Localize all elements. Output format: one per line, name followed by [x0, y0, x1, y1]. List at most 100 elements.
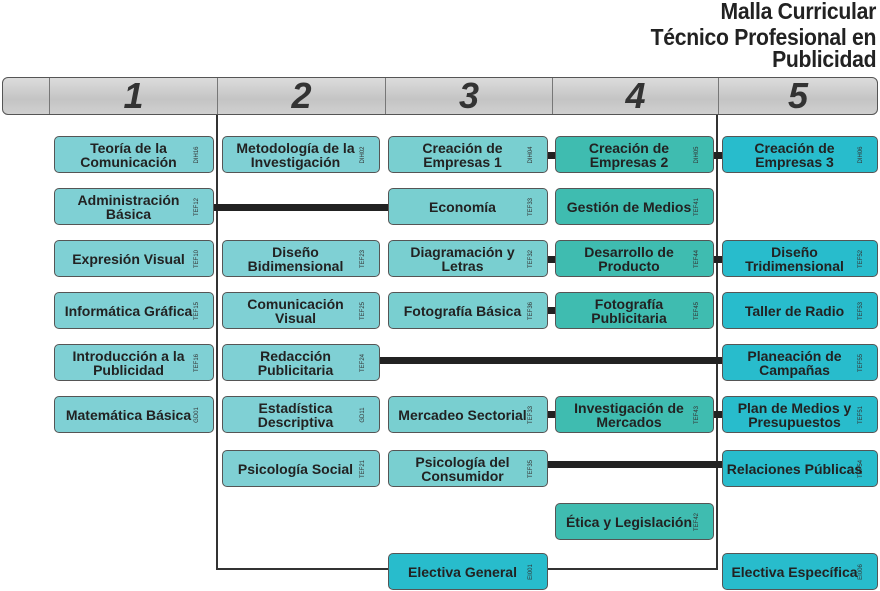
semester-5-label: 5	[718, 78, 877, 114]
course-name: Expresión Visual	[72, 250, 185, 267]
course-code: TEF53	[858, 301, 864, 320]
course-name: Metodología de la Investigación	[236, 139, 355, 170]
course-box: Economía TEF33	[388, 188, 548, 225]
semester-2-label: 2	[217, 78, 385, 114]
course-name: Teoría de la Comunicación	[80, 139, 177, 170]
course-code: TEF41	[694, 197, 700, 216]
course-name: Fotografía Básica	[403, 302, 522, 319]
course-code: TEF42	[694, 512, 700, 531]
prereq-line-desarrollo-diseno	[706, 256, 724, 263]
course-name: Desarrollo de Producto	[584, 243, 674, 274]
course-name: Electiva Específica	[731, 563, 858, 580]
course-box: Plan de Medios y Presupuestos TEF51	[722, 396, 878, 433]
course-code: EI001	[528, 563, 534, 580]
course-code: EI006	[858, 563, 864, 580]
course-code: DIH02	[360, 146, 366, 164]
course-box: Matemática Básica GD01	[54, 396, 214, 433]
course-box: Electiva Específica EI006	[722, 553, 878, 590]
course-box: Planeación de Campañas TEF55	[722, 344, 878, 381]
course-code: TEF12	[194, 197, 200, 216]
course-code: TEF51	[858, 405, 864, 424]
course-box: Psicología Social TEF21	[222, 450, 380, 487]
course-box: Redacción Publicitaria TEF24	[222, 344, 380, 381]
prereq-line-diagramacion-desarrollo	[540, 256, 558, 263]
course-code: TEF24	[360, 353, 366, 372]
course-name: Taller de Radio	[744, 302, 845, 319]
course-code: TEF10	[194, 249, 200, 268]
course-name: Matemática Básica	[65, 406, 192, 423]
course-box: Introducción a la Publicidad TEF16	[54, 344, 214, 381]
semester-4-label: 4	[552, 78, 718, 114]
course-name: Psicología del Consumidor	[415, 453, 510, 484]
course-name: Administración Básica	[77, 191, 180, 222]
course-code: TEF45	[694, 301, 700, 320]
course-box: Relaciones Públicas TEF54	[722, 450, 878, 487]
semester-3-label: 3	[385, 78, 552, 114]
course-box: Teoría de la Comunicación DIH16	[54, 136, 214, 173]
course-name: Investigación de Mercados	[574, 399, 684, 430]
course-code: DIH05	[694, 146, 700, 164]
course-name: Economía	[429, 198, 496, 215]
prereq-line-creacion2-creacion3	[706, 152, 724, 159]
course-code: TEF55	[858, 353, 864, 372]
prereq-line-mercadeo-investigacion	[540, 411, 558, 418]
course-name: Gestión de Medios	[566, 198, 692, 215]
course-name: Mercadeo Sectorial	[398, 406, 527, 423]
course-box: Mercadeo Sectorial TEF33	[388, 396, 548, 433]
connector-bottom-left	[216, 568, 389, 570]
course-box: Fotografía Publicitaria TEF45	[555, 292, 714, 329]
course-name: Creación de Empresas 1	[422, 139, 503, 170]
course-name: Creación de Empresas 2	[588, 139, 670, 170]
course-box: Fotografía Básica TEF36	[388, 292, 548, 329]
prereq-line-creacion1-creacion2	[540, 152, 558, 159]
course-name: Diseño Tridimensional	[745, 243, 844, 274]
course-box: Administración Básica TEF12	[54, 188, 214, 225]
course-name: Informática Gráfica	[64, 302, 193, 319]
connector-vertical-left	[216, 115, 218, 570]
course-name: Comunicación Visual	[247, 295, 344, 326]
course-code: DIH06	[858, 146, 864, 164]
course-box: Electiva General EI001	[388, 553, 548, 590]
prereq-line-investigacion-planmedios	[706, 411, 724, 418]
course-box: Diseño Bidimensional TEF23	[222, 240, 380, 277]
course-box: Comunicación Visual TEF25	[222, 292, 380, 329]
course-name: Planeación de Campañas	[747, 347, 842, 378]
course-code: TEF21	[360, 459, 366, 478]
header-blank-cell	[3, 78, 49, 114]
course-code: TEF15	[194, 301, 200, 320]
course-box: Investigación de Mercados TEF43	[555, 396, 714, 433]
prereq-line-redaccion-planeacion	[374, 357, 724, 364]
course-name: Plan de Medios y Presupuestos	[737, 399, 852, 430]
prereq-line-fotografia-fotopub	[540, 307, 558, 314]
course-name: Redacción Publicitaria	[257, 347, 334, 378]
course-code: TEF32	[528, 249, 534, 268]
course-box: Diagramación y Letras TEF32	[388, 240, 548, 277]
course-name: Relaciones Públicas	[726, 460, 863, 477]
course-box: Creación de Empresas 3 DIH06	[722, 136, 878, 173]
course-code: TEF52	[858, 249, 864, 268]
title-line-1: Malla Curricular	[720, 0, 876, 24]
course-box: Gestión de Medios TEF41	[555, 188, 714, 225]
course-code: DIH16	[194, 146, 200, 164]
semester-1-label: 1	[49, 78, 217, 114]
course-box: Ética y Legislación TEF42	[555, 503, 714, 540]
course-name: Ética y Legislación	[565, 513, 693, 530]
course-code: TEF33	[528, 405, 534, 424]
course-name: Psicología Social	[237, 460, 354, 477]
course-name: Diagramación y Letras	[410, 243, 515, 274]
course-code: TEF33	[528, 197, 534, 216]
course-box: Creación de Empresas 1 DIH04	[388, 136, 548, 173]
course-name: Estadística Descriptiva	[257, 399, 334, 430]
prereq-line-psicologia-relaciones	[536, 461, 724, 468]
connector-vertical-right	[716, 115, 718, 570]
course-code: GD01	[194, 406, 200, 423]
course-box: Metodología de la Investigación DIH02	[222, 136, 380, 173]
course-code: TEF23	[360, 249, 366, 268]
course-code: TEF36	[528, 301, 534, 320]
course-name: Fotografía Publicitaria	[591, 295, 667, 326]
course-code: TEF44	[694, 249, 700, 268]
connector-bottom-right	[536, 568, 718, 570]
course-code: TEF25	[360, 301, 366, 320]
course-box: Psicología del Consumidor TEF35	[388, 450, 548, 487]
course-box: Creación de Empresas 2 DIH05	[555, 136, 714, 173]
